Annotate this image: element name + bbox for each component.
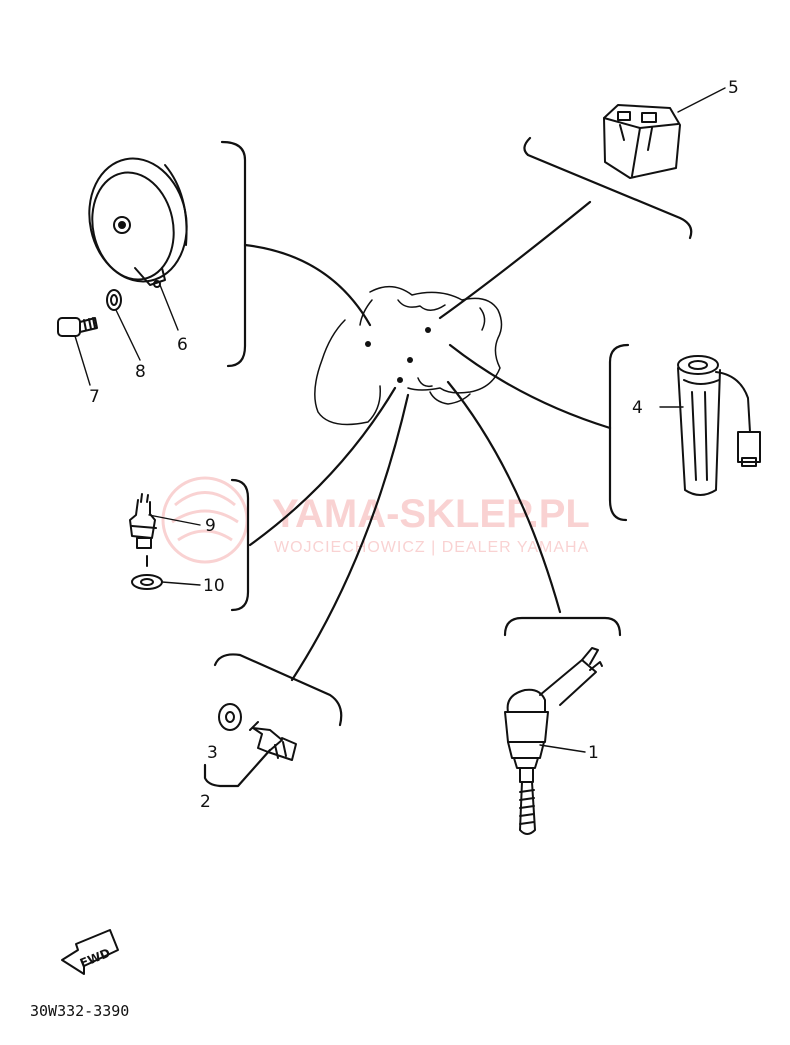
washer-3-icon — [218, 703, 242, 731]
callout-3: 3 — [207, 743, 218, 763]
bracket-relay-group — [523, 136, 693, 240]
bracket-sender-group — [213, 653, 343, 727]
neutral-switch-icon — [129, 493, 157, 549]
fwd-arrow-icon: FWD — [61, 929, 119, 975]
bolt-7-icon — [57, 317, 98, 337]
fwd-label: FWD — [78, 946, 112, 971]
mount-points — [365, 327, 431, 383]
callout-5: 5 — [728, 78, 739, 98]
grip-icon — [677, 355, 761, 496]
callout-2: 2 — [200, 792, 211, 812]
bracket-horn-group — [220, 140, 247, 368]
watermark: YAMA-SKLEP.PL WOJCIECHOWICZ | DEALER YAM… — [161, 476, 590, 564]
callout-7: 7 — [89, 387, 100, 407]
callout-4: 4 — [632, 398, 643, 418]
watermark-title: YAMA-SKLEP.PL — [272, 492, 590, 536]
sender-2-icon — [249, 721, 297, 761]
gasket-10-icon — [131, 555, 163, 590]
bracket-switch-group — [230, 478, 250, 612]
callout-8: 8 — [135, 362, 146, 382]
bracket-parts-2 — [203, 748, 272, 788]
leader-lines — [243, 200, 612, 682]
bracket-grip-group — [608, 343, 630, 522]
washer-8-icon — [106, 289, 122, 311]
frame-outline — [314, 286, 503, 426]
sensor-icon — [504, 647, 603, 835]
callout-leaders — [74, 87, 726, 753]
relay-icon — [603, 104, 681, 179]
group-brackets — [203, 136, 693, 788]
callout-6: 6 — [177, 335, 188, 355]
horn-icon — [88, 157, 188, 288]
callout-1: 1 — [588, 743, 599, 763]
callout-9: 9 — [205, 516, 216, 536]
callout-10: 10 — [203, 576, 225, 596]
bracket-sensor-group — [503, 616, 622, 637]
watermark-subtitle: WOJCIECHOWICZ | DEALER YAMAHA — [274, 539, 589, 556]
drawing-code: 30W332-3390 — [30, 1002, 129, 1020]
